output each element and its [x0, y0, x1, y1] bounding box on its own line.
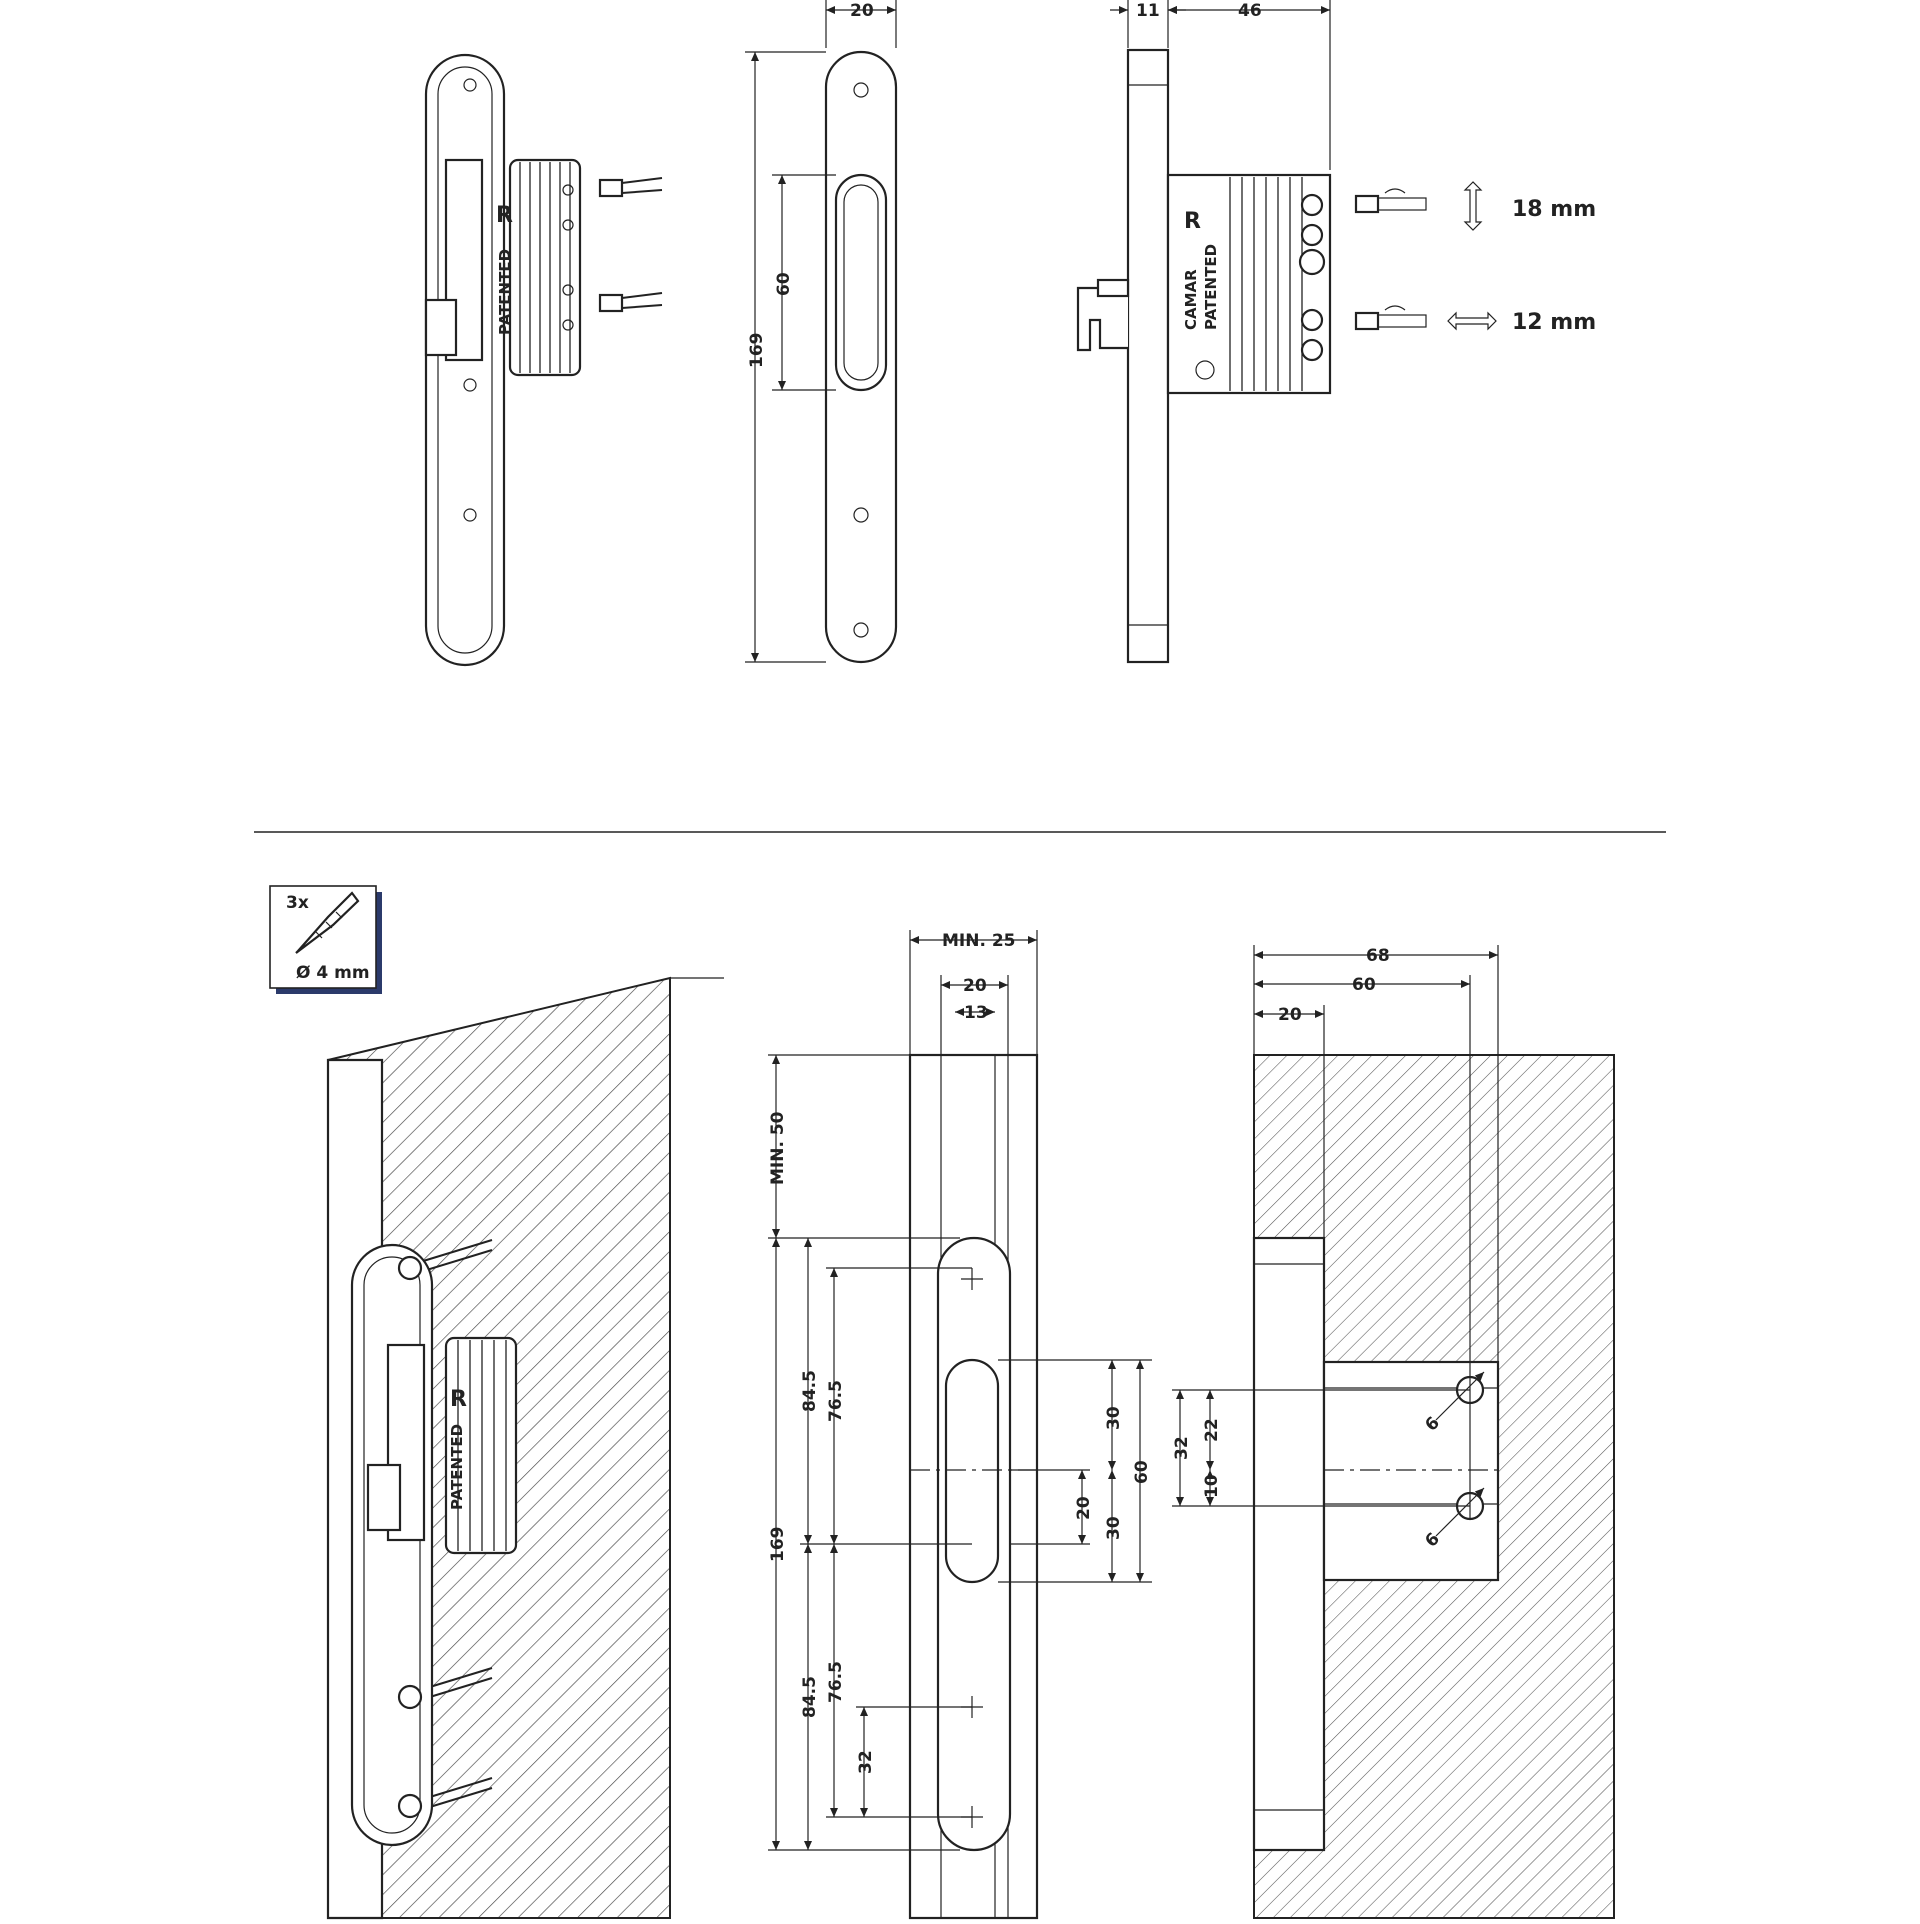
finned-housing — [508, 158, 582, 377]
dim-plate: 11 — [1136, 1, 1160, 21]
screw-count: 3x — [286, 893, 309, 913]
vertical-arrow-icon — [1463, 181, 1483, 231]
bottom-iso-view: R PATENTED — [326, 976, 724, 1920]
installed-housing — [444, 1336, 518, 1555]
body-pocket — [1322, 1360, 1500, 1582]
dim-60: 60 — [1352, 975, 1376, 995]
adjust-screw — [1300, 338, 1324, 362]
dim-body: 46 — [1238, 1, 1262, 21]
screw-head — [397, 1684, 423, 1710]
dim-10: 10 — [1202, 1474, 1222, 1498]
side-mark: R — [1184, 209, 1201, 234]
screw-head — [397, 1255, 423, 1281]
iso-mark: R — [496, 203, 513, 228]
dim-20: 20 — [963, 976, 987, 996]
dim-slot: 60 — [774, 272, 794, 296]
screw-diameter: Ø 4 mm — [296, 963, 370, 983]
side-brand-sub: PATENTED — [1202, 244, 1220, 330]
dim-20: 20 — [1278, 1005, 1302, 1025]
dim-22: 22 — [1202, 1418, 1222, 1442]
dim-min50: MIN. 50 — [768, 1111, 788, 1185]
dim-845-bot: 84.5 — [800, 1676, 820, 1718]
top-side-view: R CAMAR PATENTED 11 46 18 mm 12 mm — [1076, 0, 1596, 664]
hex-key-icon — [1354, 188, 1427, 214]
screw-hole — [463, 508, 477, 522]
bottom-front-view: MIN. 25 20 13 MIN. 50 169 84.5 84.5 76.5… — [768, 930, 1152, 1920]
screw-icon — [295, 891, 360, 954]
wood-screw — [419, 1239, 493, 1273]
dim-169: 169 — [768, 1527, 788, 1563]
screw-spec-panel: 3x Ø 4 mm — [269, 885, 382, 994]
adjust-vertical: 18 mm — [1512, 197, 1596, 222]
dim-32: 32 — [1172, 1436, 1192, 1460]
hex-key-icon — [598, 292, 663, 313]
slot-outline — [944, 1358, 1000, 1584]
adjust-horizontal: 12 mm — [1512, 310, 1596, 335]
plate-recess — [1252, 1236, 1326, 1852]
side-hook — [1076, 286, 1128, 352]
dim-min25: MIN. 25 — [942, 931, 1016, 951]
iso-brand: PATENTED — [496, 249, 514, 335]
screw-hole — [463, 78, 477, 92]
installed-hook — [366, 1463, 402, 1532]
screw-hole — [463, 378, 477, 392]
dim-845-top: 84.5 — [800, 1370, 820, 1412]
side-fins — [1229, 177, 1303, 391]
top-iso-view: R PATENTED — [424, 53, 663, 667]
installed-mark: R — [450, 1387, 467, 1412]
horizontal-arrow-icon — [1447, 311, 1497, 331]
dim-30-top: 30 — [1104, 1406, 1124, 1430]
front-slot — [834, 173, 888, 392]
dim-20-side: 20 — [1074, 1496, 1094, 1520]
hex-key-icon — [1354, 305, 1427, 331]
dim-68: 68 — [1366, 946, 1390, 966]
side-brand: CAMAR — [1182, 269, 1200, 330]
dim-32: 32 — [856, 1750, 876, 1774]
adjust-screw — [1300, 193, 1324, 217]
side-plate — [1126, 48, 1170, 664]
latch-hook — [424, 298, 458, 357]
dim-30-bot: 30 — [1104, 1516, 1124, 1540]
dim-width: 20 — [850, 1, 874, 21]
dim-13: 13 — [964, 1003, 988, 1023]
dim-765-top: 76.5 — [826, 1380, 846, 1422]
dim-height: 169 — [747, 333, 767, 369]
dim-60: 60 — [1132, 1460, 1152, 1484]
adjust-screw — [1298, 248, 1326, 276]
dim-765-bot: 76.5 — [826, 1661, 846, 1703]
adjust-screw — [1300, 308, 1324, 332]
adjust-screw — [1300, 223, 1324, 247]
hex-key-icon — [598, 177, 663, 198]
bottom-section-view: 6 6 68 60 20 32 22 10 — [1172, 945, 1615, 1919]
screw-head — [397, 1793, 423, 1819]
top-front-view: 20 169 60 — [745, 0, 898, 664]
installed-brand: PATENTED — [448, 1424, 466, 1510]
